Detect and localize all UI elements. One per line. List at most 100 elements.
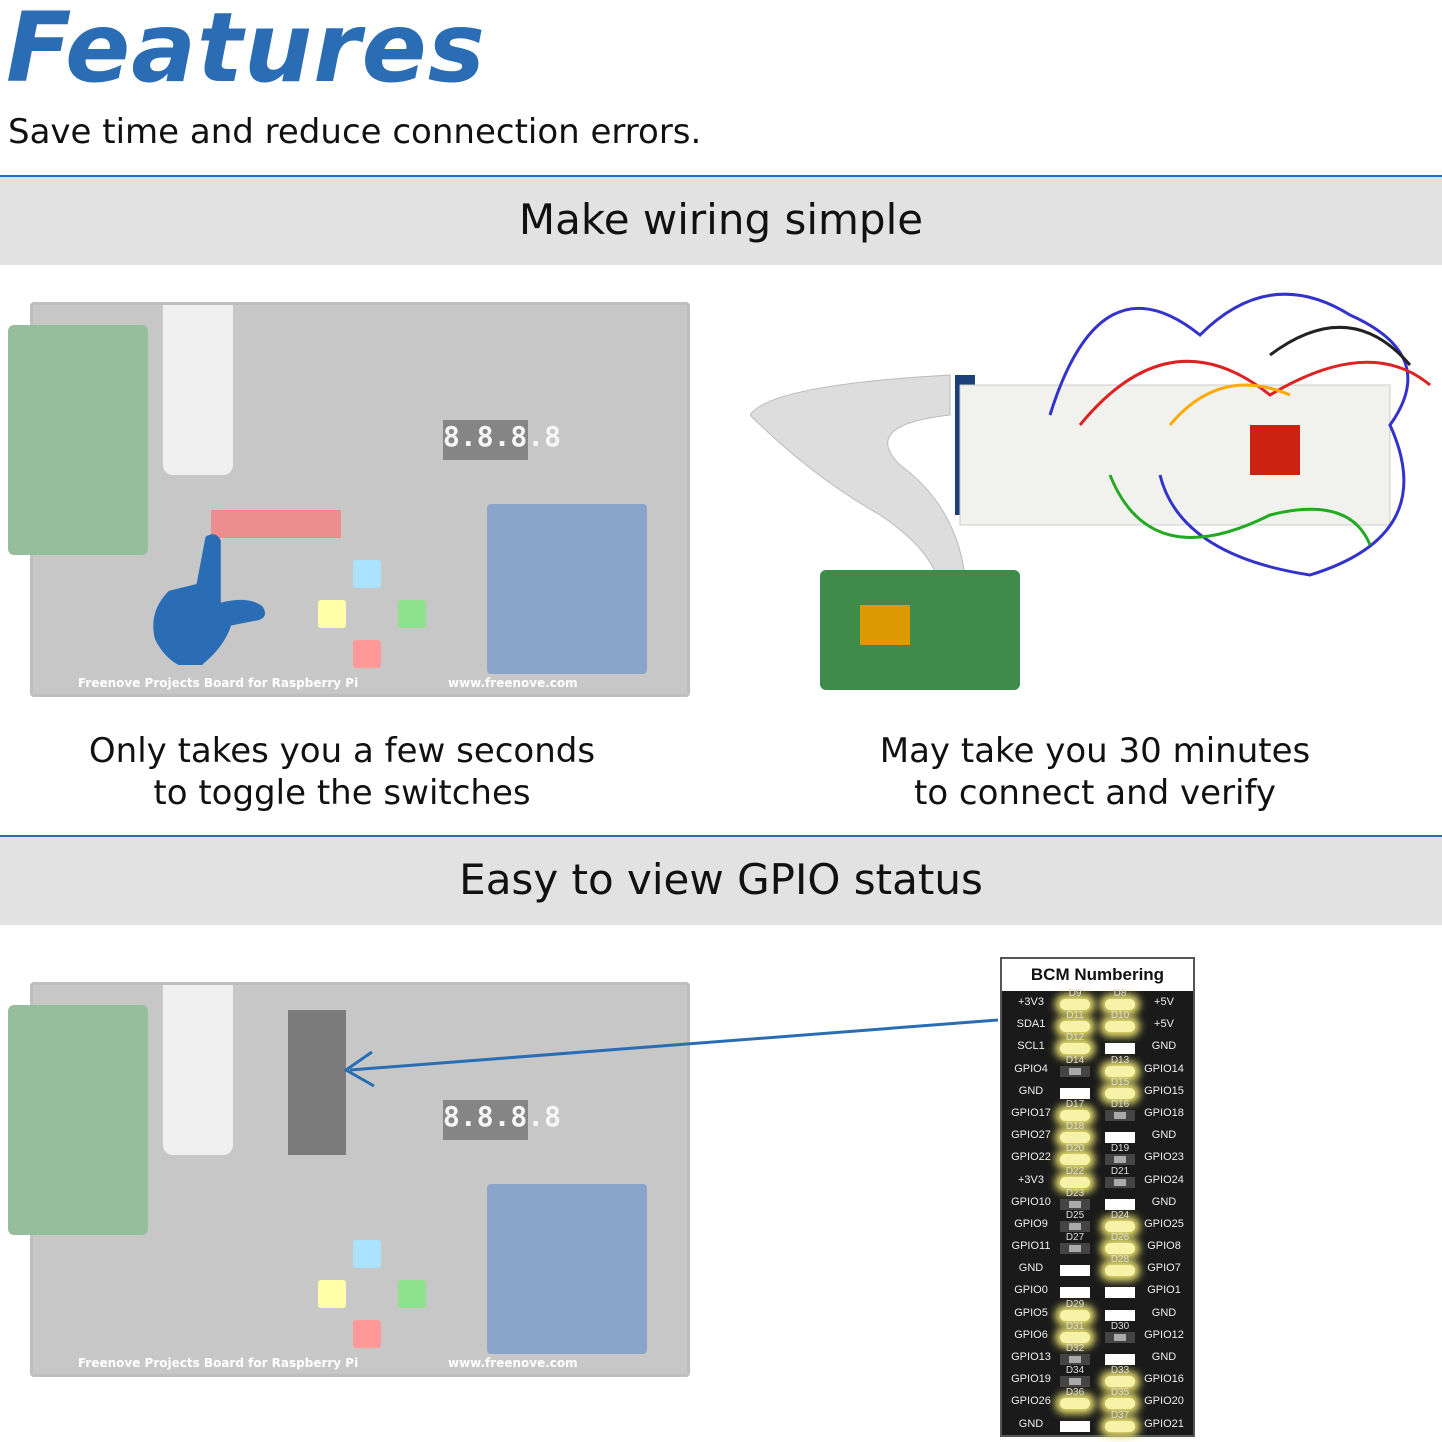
project-board-image-gpio: 8.8.8.8 Freenove Projects Board for Rasp… — [8, 982, 690, 1377]
led-indicator — [1105, 1132, 1135, 1144]
led-indicator — [1105, 1354, 1135, 1365]
pin-label-left: GPIO0 — [1014, 1284, 1048, 1297]
pin-row: GPIO17 D17 D16 GPIO18 — [1002, 1099, 1193, 1124]
pin-row: SDA1 D11 D10 +5V — [1002, 1010, 1193, 1035]
pin-row: GND D37 GPIO21 — [1002, 1410, 1193, 1435]
breadboard-wiring-photo — [750, 292, 1431, 690]
led-indicator — [1105, 1043, 1135, 1055]
pin-label-left: GND — [1018, 1417, 1044, 1430]
board-name: Freenove Projects Board for Raspberry Pi — [78, 676, 359, 690]
led-indicator: D31 — [1060, 1321, 1090, 1343]
pin-row: GPIO22 D20 D19 GPIO23 — [1002, 1143, 1193, 1168]
led-indicator — [1060, 1420, 1090, 1432]
pin-label-right: GPIO14 — [1144, 1062, 1184, 1075]
pin-row: GPIO4 D14 D13 GPIO14 — [1002, 1055, 1193, 1080]
led-indicator: D16 — [1105, 1099, 1135, 1121]
led-indicator: D29 — [1060, 1299, 1090, 1321]
pin-label-right: +5V — [1154, 996, 1174, 1008]
led-indicator: D12 — [1060, 1032, 1090, 1055]
led-indicator: D19 — [1105, 1143, 1135, 1166]
pin-label-left: GPIO27 — [1011, 1129, 1051, 1142]
pin-label-right: GPIO18 — [1144, 1106, 1184, 1119]
pin-row: GPIO6 D31 D30 GPIO12 — [1002, 1321, 1193, 1346]
pin-label-left: SCL1 — [1017, 1040, 1045, 1053]
pin-row: GPIO10 D23 GND — [1002, 1188, 1193, 1213]
led-indicator — [1060, 1265, 1090, 1277]
pin-label-left: GND — [1018, 1262, 1044, 1275]
pin-label-left: GPIO22 — [1011, 1151, 1051, 1164]
pin-row: GPIO5 D29 GND — [1002, 1299, 1193, 1324]
pin-label-right: GND — [1151, 1195, 1177, 1208]
section-heading-wiring: Make wiring simple — [0, 175, 1442, 265]
led-indicator: D35 — [1105, 1387, 1135, 1410]
led-indicator: D21 — [1105, 1166, 1135, 1188]
pin-label-right: GPIO25 — [1144, 1217, 1184, 1230]
pin-label-right: GND — [1151, 1351, 1177, 1363]
led-indicator: D25 — [1060, 1210, 1090, 1232]
pin-label-right: GND — [1151, 1040, 1177, 1053]
pin-label-left: GPIO26 — [1011, 1395, 1051, 1408]
pin-label-left: GPIO10 — [1011, 1195, 1051, 1208]
led-indicator — [1105, 1198, 1135, 1210]
pin-row: GND D28 GPIO7 — [1002, 1254, 1193, 1279]
pin-label-left: SDA1 — [1016, 1018, 1046, 1031]
pin-label-right: GPIO20 — [1144, 1395, 1184, 1408]
pin-row: SCL1 D12 GND — [1002, 1032, 1193, 1057]
pin-row: +3V3 D22 D21 GPIO24 — [1002, 1166, 1193, 1191]
led-indicator: D36 — [1060, 1387, 1090, 1410]
led-indicator: D24 — [1105, 1210, 1135, 1232]
pin-label-left: GPIO6 — [1014, 1328, 1048, 1341]
led-indicator — [1105, 1309, 1135, 1321]
pin-label-left: GPIO4 — [1014, 1062, 1048, 1075]
pin-label-left: GPIO5 — [1014, 1306, 1048, 1319]
pin-row: GPIO11 D27 D26 GPIO8 — [1002, 1232, 1193, 1257]
pin-label-right: GPIO7 — [1147, 1262, 1181, 1275]
led-indicator: D11 — [1060, 1010, 1090, 1033]
led-indicator: D9 — [1060, 988, 1090, 1010]
led-indicator: D8 — [1105, 988, 1135, 1010]
pin-label-right: GND — [1151, 1306, 1177, 1319]
led-indicator: D28 — [1105, 1254, 1135, 1277]
pin-label-left: GPIO19 — [1011, 1373, 1051, 1386]
led-indicator: D20 — [1060, 1143, 1090, 1166]
led-indicator: D14 — [1060, 1055, 1090, 1077]
bcm-title: BCM Numbering — [1002, 959, 1193, 991]
led-indicator — [1105, 1287, 1135, 1299]
pin-label-left: +3V3 — [1018, 996, 1044, 1008]
led-indicator: D32 — [1060, 1343, 1090, 1365]
led-indicator: D22 — [1060, 1166, 1090, 1188]
pointing-hand-icon — [153, 534, 266, 665]
project-board-image: 8.8.8.8 Freenove Projects Board for Rasp… — [8, 302, 690, 697]
pin-label-left: GPIO11 — [1011, 1240, 1051, 1253]
led-indicator: D26 — [1105, 1232, 1135, 1255]
led-indicator: D37 — [1105, 1410, 1135, 1432]
pin-label-right: GPIO12 — [1144, 1328, 1184, 1341]
pin-label-left: GPIO17 — [1011, 1106, 1051, 1119]
led-indicator: D18 — [1060, 1121, 1090, 1144]
led-indicator: D23 — [1060, 1188, 1090, 1210]
pin-label-right: GPIO21 — [1144, 1417, 1184, 1430]
pin-row: GPIO19 D34 D33 GPIO16 — [1002, 1365, 1193, 1390]
page-subtitle: Save time and reduce connection errors. — [8, 112, 702, 152]
pin-label-right: GPIO23 — [1144, 1151, 1184, 1164]
pin-row: GPIO13 D32 GND — [1002, 1343, 1193, 1368]
pin-label-left: GPIO9 — [1014, 1217, 1048, 1230]
pin-row: GPIO26 D36 D35 GPIO20 — [1002, 1387, 1193, 1412]
pin-label-right: GPIO1 — [1147, 1284, 1181, 1297]
led-indicator: D27 — [1060, 1232, 1090, 1255]
pin-row: GPIO9 D25 D24 GPIO25 — [1002, 1210, 1193, 1235]
board-url: www.freenove.com — [448, 676, 578, 690]
led-indicator: D15 — [1105, 1077, 1135, 1099]
led-indicator — [1060, 1287, 1090, 1299]
led-indicator: D33 — [1105, 1365, 1135, 1388]
led-indicator — [1060, 1087, 1090, 1099]
pin-row: GND D15 GPIO15 — [1002, 1077, 1193, 1102]
pin-row: GPIO0 GPIO1 — [1002, 1279, 1193, 1301]
led-indicator: D30 — [1105, 1321, 1135, 1343]
pin-label-left: +3V3 — [1018, 1173, 1044, 1186]
pin-row: +3V3 D9 D8 +5V — [1002, 988, 1193, 1013]
pin-label-right: GPIO24 — [1144, 1173, 1184, 1186]
pin-label-left: GPIO13 — [1011, 1351, 1051, 1363]
seven-segment-display: 8.8.8.8 — [443, 420, 561, 460]
